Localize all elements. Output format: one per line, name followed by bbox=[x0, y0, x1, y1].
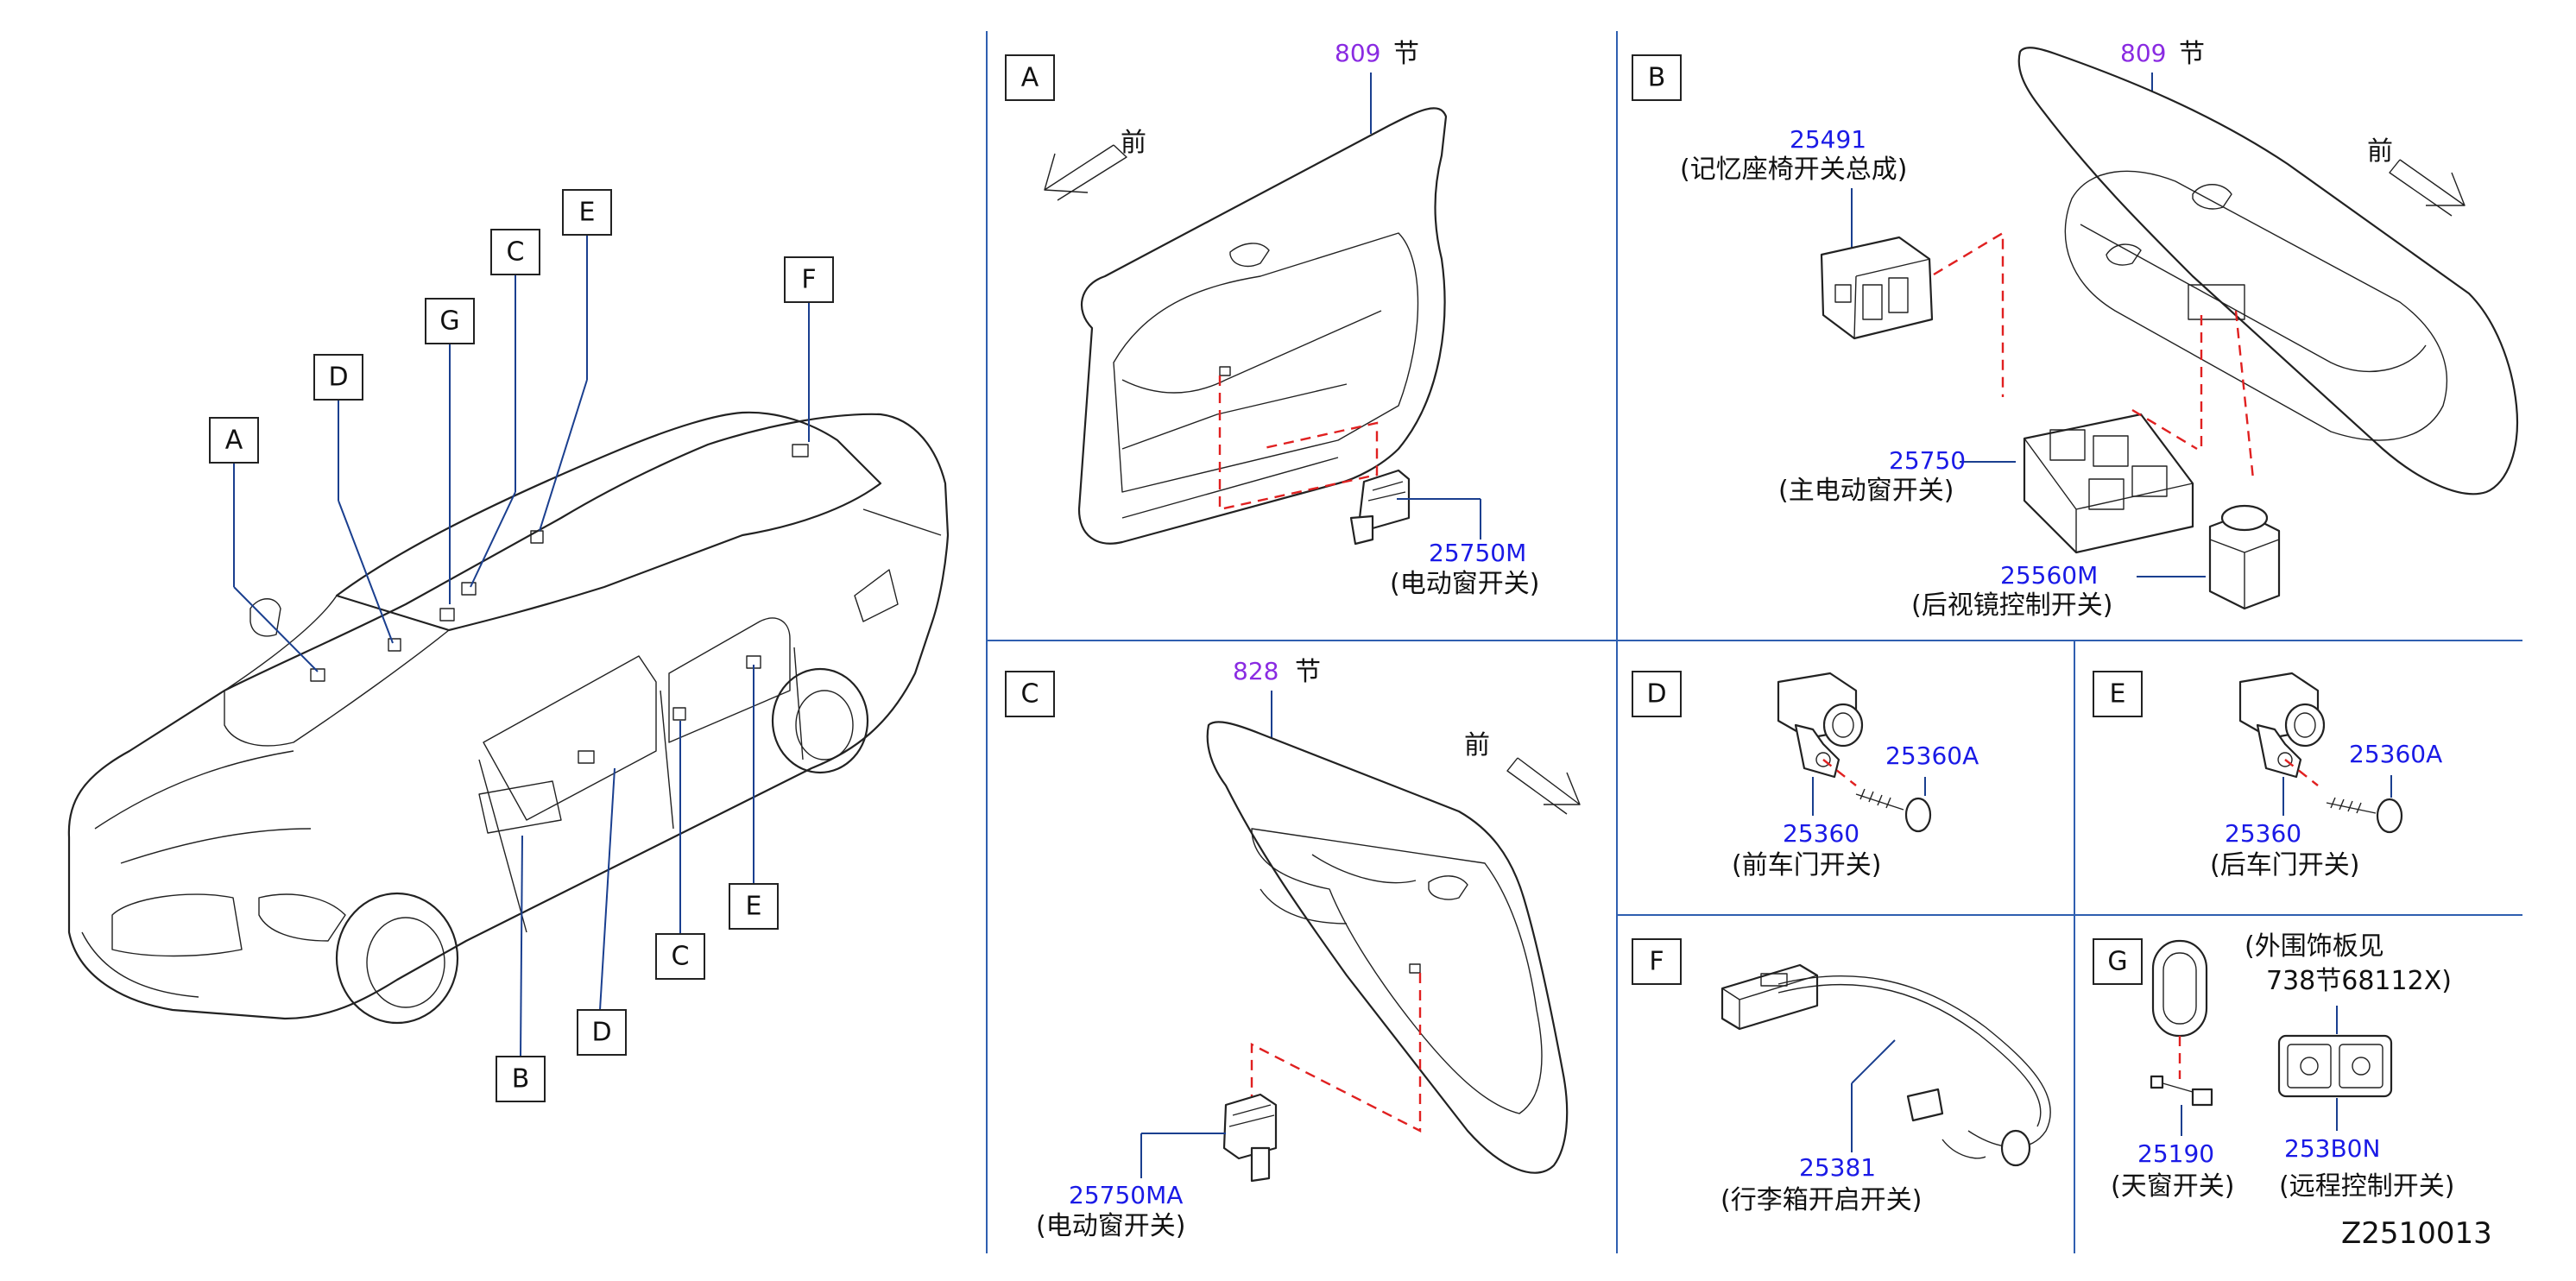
panel-c-front-label: 前 bbox=[1464, 730, 1490, 760]
callout-label-e-top: E bbox=[579, 198, 596, 228]
panel-a-letter-box bbox=[1005, 54, 1055, 101]
panel-b-part1-name: (记忆座椅开关总成) bbox=[1680, 155, 1907, 185]
callout-box-d-bottom bbox=[577, 1009, 627, 1056]
callout-box-g bbox=[425, 298, 475, 344]
callout-box-d-top bbox=[313, 354, 363, 401]
panel-f: F 25381 (行李箱开启开关) bbox=[1632, 938, 2051, 1215]
panel-c-section-num: 828 bbox=[1233, 657, 1279, 685]
screw-icon bbox=[2326, 797, 2403, 834]
panel-g-note-line1: (外围饰板见 bbox=[2245, 931, 2384, 962]
callout-label-f: F bbox=[801, 265, 816, 295]
panel-f-letter: F bbox=[1649, 947, 1664, 977]
panel-f-letter-box bbox=[1632, 938, 1682, 985]
panel-c-part-name: (电动窗开关) bbox=[1036, 1211, 1185, 1241]
panel-a-front-label: 前 bbox=[1121, 128, 1146, 158]
panel-g: G (外围饰板见 738节68112X) 25190 (天窗开关) 253B0N… bbox=[2093, 931, 2454, 1202]
panel-b-front-label: 前 bbox=[2367, 136, 2393, 167]
callout-label-e-bottom: E bbox=[746, 892, 762, 922]
panel-f-part-num: 25381 bbox=[1799, 1153, 1876, 1182]
front-arrow-icon bbox=[2389, 159, 2466, 217]
panel-e-part-name: (后车门开关) bbox=[2210, 850, 2359, 880]
overview-callouts: A D G C E F E C D bbox=[209, 189, 834, 1102]
panel-a-section-word: 节 bbox=[1393, 39, 1419, 69]
panel-g-note-line2: 738节68112X) bbox=[2266, 966, 2452, 996]
panel-c-section-word: 节 bbox=[1295, 657, 1321, 687]
panel-b-part3-name: (后视镜控制开关) bbox=[1911, 590, 2112, 621]
panel-b-part1-num: 25491 bbox=[1790, 125, 1866, 154]
panel-g-letter-box bbox=[2093, 938, 2143, 985]
panel-g-letter: G bbox=[2107, 947, 2127, 977]
callout-box-e-top bbox=[562, 189, 612, 236]
panel-b-part3-num: 25560M bbox=[2000, 561, 2098, 590]
panel-dividers bbox=[986, 31, 2522, 1253]
panel-d-letter-box bbox=[1632, 671, 1682, 717]
panel-b-part2-name: (主电动窗开关) bbox=[1778, 476, 1954, 506]
panel-a-part-name: (电动窗开关) bbox=[1390, 569, 1539, 599]
panel-c-part-num: 25750MA bbox=[1069, 1181, 1183, 1209]
panel-g-part2-name: (远程控制开关) bbox=[2279, 1171, 2454, 1202]
switch-connector-icon bbox=[2150, 1075, 2213, 1107]
panel-a-letter: A bbox=[1021, 63, 1039, 93]
callout-label-d-bottom: D bbox=[591, 1018, 611, 1048]
master-window-switch-icon bbox=[2023, 413, 2194, 554]
callout-box-f bbox=[784, 256, 834, 303]
panel-c-letter-box bbox=[1005, 671, 1055, 717]
panel-b: B 809 节 前 25491 (记忆座椅开关总成) bbox=[1632, 39, 2518, 621]
panel-a: A 809 节 前 25750M (电动窗开关) bbox=[1005, 39, 1539, 599]
callout-box-a bbox=[209, 417, 259, 464]
door-switch-icon bbox=[2238, 672, 2326, 779]
remote-control-switch-icon bbox=[2277, 1034, 2393, 1098]
panel-e-letter: E bbox=[2110, 679, 2126, 710]
panel-a-section-num: 809 bbox=[1335, 39, 1380, 67]
panel-d-part-num: 25360 bbox=[1783, 819, 1859, 848]
panel-e-screw-num: 25360A bbox=[2349, 740, 2442, 768]
callout-box-b-bottom bbox=[496, 1056, 546, 1102]
mirror-control-switch-icon bbox=[2208, 504, 2281, 610]
callout-label-b-bottom: B bbox=[512, 1064, 530, 1095]
panel-b-letter: B bbox=[1648, 63, 1666, 93]
figure-id: Z2510013 bbox=[2341, 1216, 2492, 1251]
callout-box-c-bottom bbox=[655, 933, 705, 980]
front-arrow-icon bbox=[1044, 144, 1127, 201]
panel-e: E 25360A 25360 (后车门开关) bbox=[2093, 671, 2442, 880]
panel-d-letter: D bbox=[1646, 679, 1666, 710]
trunk-opener-switch-icon bbox=[1720, 963, 1819, 1031]
panel-b-part2-num: 25750 bbox=[1889, 446, 1966, 475]
callout-label-g: G bbox=[439, 306, 459, 337]
callout-label-a: A bbox=[225, 426, 243, 456]
sunroof-switch-icon bbox=[2151, 939, 2208, 1038]
wire-harness-icon bbox=[1777, 975, 2051, 1167]
screw-icon bbox=[1855, 788, 1932, 833]
window-switch-icon bbox=[1222, 1093, 1278, 1183]
car-overview bbox=[67, 411, 950, 1025]
panel-b-section-num: 809 bbox=[2120, 39, 2166, 67]
front-arrow-icon bbox=[1506, 757, 1581, 815]
callout-label-d-top: D bbox=[328, 363, 348, 393]
callout-label-c-top: C bbox=[507, 237, 525, 268]
callout-label-c-bottom: C bbox=[672, 942, 690, 972]
panel-d: D 25360A 25360 (前车门开关) bbox=[1632, 671, 1979, 880]
panel-b-section-word: 节 bbox=[2179, 39, 2205, 69]
panel-f-part-name: (行李箱开启开关) bbox=[1720, 1185, 1922, 1215]
panel-e-part-num: 25360 bbox=[2225, 819, 2301, 848]
panel-c: C 828 节 前 25750MA (电动窗开关) bbox=[1005, 657, 1581, 1241]
panel-g-part1-num: 25190 bbox=[2137, 1139, 2214, 1168]
panel-g-part1-name: (天窗开关) bbox=[2111, 1171, 2234, 1202]
callout-box-e-bottom bbox=[729, 883, 779, 930]
door-switch-icon bbox=[1777, 672, 1864, 779]
panel-d-screw-num: 25360A bbox=[1885, 741, 1979, 770]
callout-box-c-top bbox=[490, 229, 540, 275]
memory-seat-switch-icon bbox=[1820, 236, 1934, 340]
panel-g-part2-num: 253B0N bbox=[2284, 1134, 2380, 1163]
panel-a-part-num: 25750M bbox=[1429, 539, 1526, 567]
panel-e-letter-box bbox=[2093, 671, 2143, 717]
panel-c-letter: C bbox=[1021, 679, 1039, 710]
window-switch-icon bbox=[1349, 469, 1411, 546]
panel-d-part-name: (前车门开关) bbox=[1732, 850, 1881, 880]
panel-b-letter-box bbox=[1632, 54, 1682, 101]
